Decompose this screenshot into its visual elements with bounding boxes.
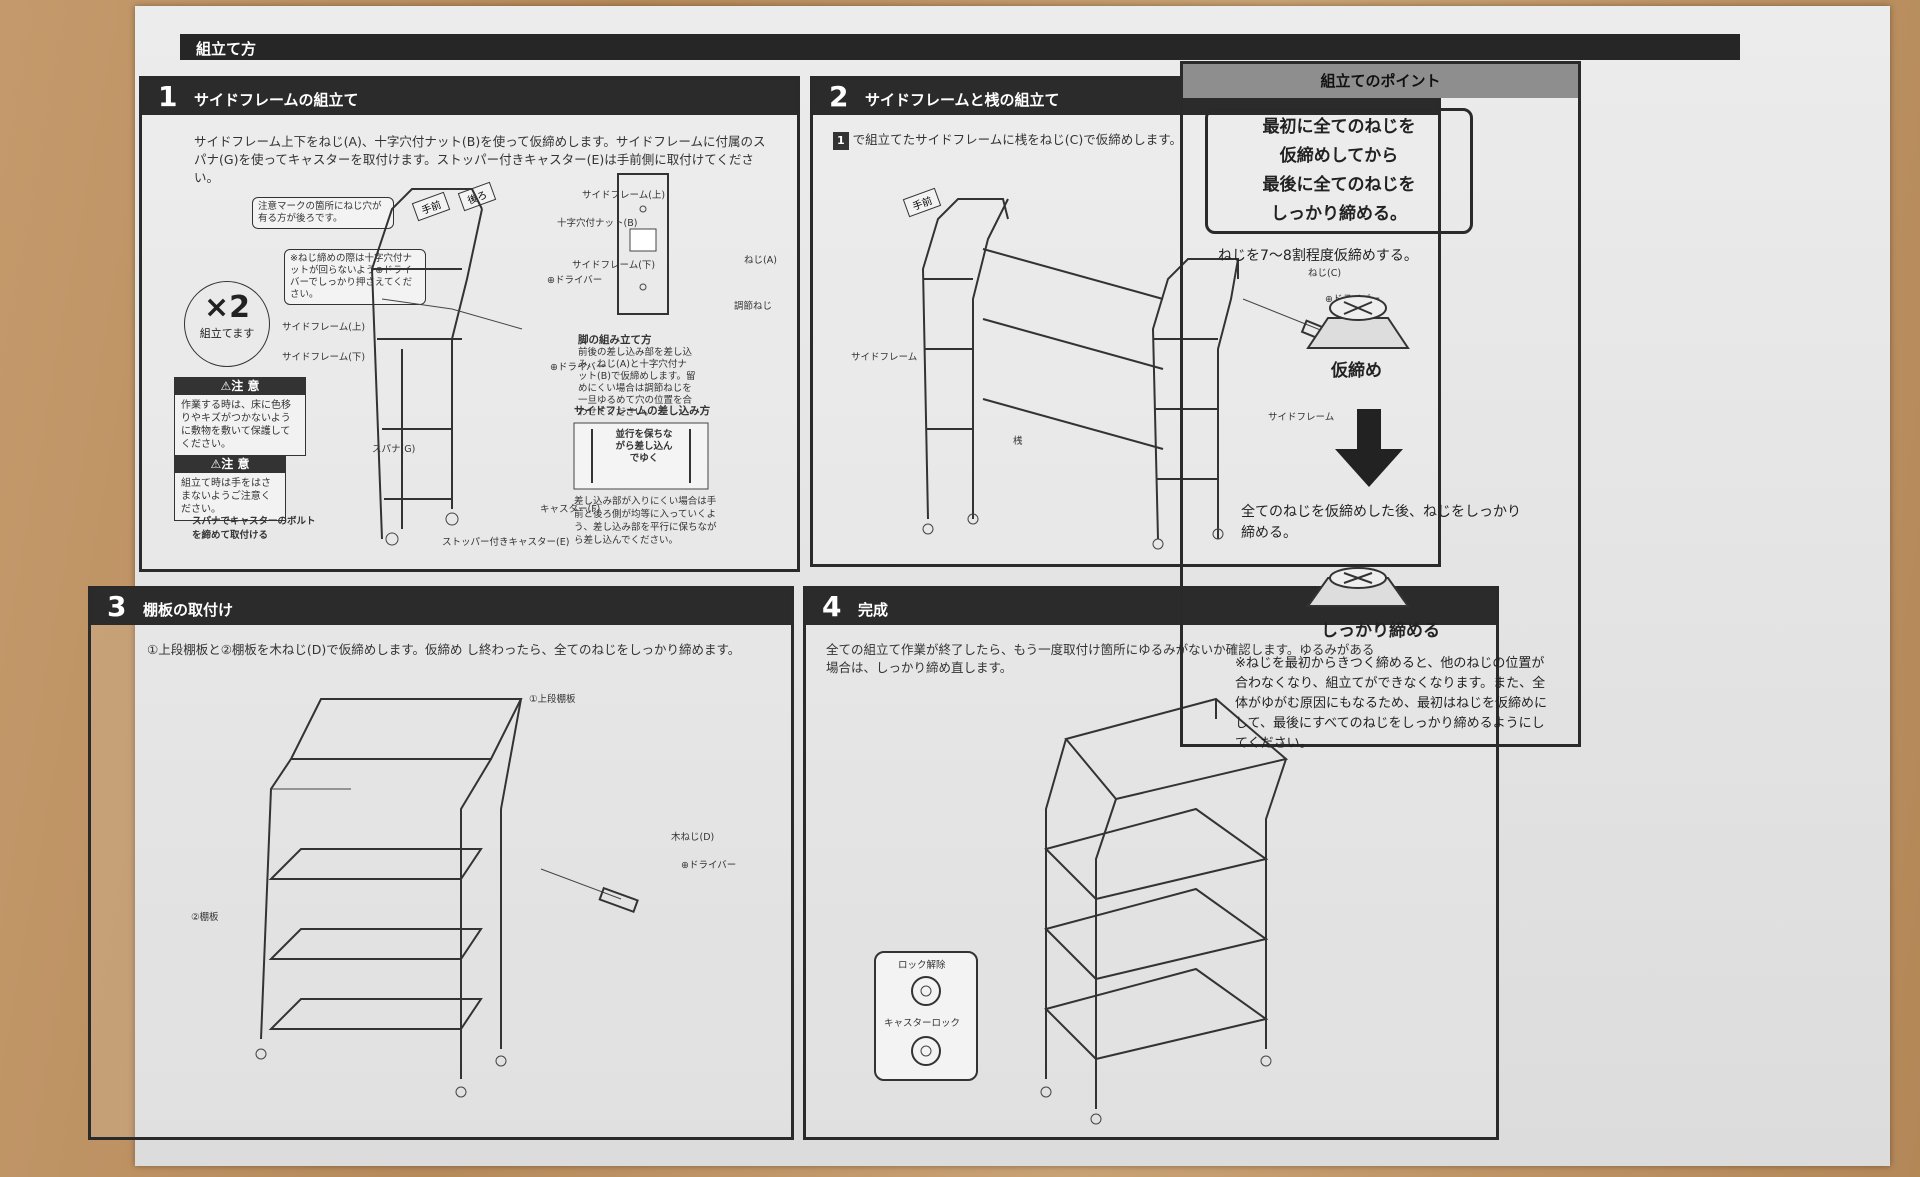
label-driver-3: ⊕ドライバー [681, 860, 737, 871]
points-main-line-4: しっかり締める。 [1271, 204, 1407, 224]
step4-panel: 4 完成 全ての組立て作業が終了したら、もう一度取付け箇所にゆるみがないか確認し… [803, 586, 1499, 1140]
label-side-frame-l: サイドフレーム [851, 352, 918, 363]
caution-note: 注意マークの箇所にねじ穴が有る方が後ろです。 [252, 197, 394, 229]
lock-release-label: ロック解除 [898, 960, 946, 971]
label-driver-1: ⊕ドライバー [547, 275, 603, 286]
temp-tighten-icon [1306, 295, 1410, 349]
step4-number: 4 [822, 590, 842, 623]
points-main-line-3: 最後に全てのねじを [1262, 175, 1416, 195]
step3-title: 棚板の取付け [143, 601, 234, 619]
step1-number: 1 [158, 80, 178, 113]
assembly-points-panel: 組立てのポイント 最初に全てのねじを 仮締めしてから 最後に全てのねじを しっか… [1180, 61, 1581, 751]
label-caster: キャスター(F) [540, 504, 601, 515]
side-frame-drawing [370, 188, 523, 546]
step2-text-row: 1 で組立てたサイドフレームに桟をねじ(C)で仮締めします。 [833, 131, 1413, 150]
caution-box-1: ⚠注 意 作業する時は、床に色移りやキズがつかないように敷物を敷いて保護してくだ… [174, 377, 306, 456]
step1-header: 1 サイドフレームの組立て [142, 79, 797, 115]
step3-number: 3 [107, 590, 127, 623]
assemble-twice-text: 組立てます [199, 327, 255, 340]
times-two-badge: ×2 組立てます [184, 281, 270, 367]
instruction-sheet: 組立て方 1 サイドフレームの組立て サイドフレーム上下をねじ(A)、十字穴付ナ… [88, 6, 1890, 1166]
label-top-shelf: ①上段棚板 [529, 694, 576, 705]
step3-panel: 3 棚板の取付け ①上段棚板と②棚板を木ねじ(D)で仮締めします。仮締め し終わ… [88, 586, 794, 1140]
leg-detail-drawing [617, 173, 669, 315]
completed-rack-drawing [1040, 697, 1289, 1125]
frame-bars-drawing [921, 198, 1344, 550]
step4-text: 全ての組立て作業が終了したら、もう一度取付け箇所にゆるみがないか確認します。ゆる… [826, 642, 1375, 675]
step3-header: 3 棚板の取付け [91, 589, 791, 625]
points-note: ※ねじを最初からきつく締めると、他のねじの位置が合わなくなり、組立てができなくな… [1235, 656, 1548, 751]
label-side-upper-top: サイドフレーム(上) [582, 190, 666, 201]
screw-note-text: ※ねじ締めの際は十字穴付ナットが回らないよう⊕ドライバーでしっかり押さえてくださ… [290, 253, 413, 300]
label-adjust-screw: 調節ねじ [734, 301, 773, 312]
leg-assembly-title: 脚の組み立て方 [578, 334, 652, 346]
label-spanner-note: スパナでキャスターのボルトを締めて取付ける [192, 516, 316, 541]
insert-method-title: サイドフレームの差し込み方 [574, 405, 711, 417]
step1-title: サイドフレームの組立て [194, 91, 359, 109]
label-side-lower-l: サイドフレーム(下) [282, 352, 366, 363]
label-screw-a: ねじ(A) [744, 255, 777, 266]
points-main-line-1: 最初に全てのねじを [1262, 117, 1416, 137]
insert-method-drawing [573, 422, 709, 490]
label-stopper-caster: ストッパー付きキャスター(E) [442, 537, 570, 548]
caution-box-2-text: 組立て時は手をはさまないようご注意ください。 [181, 478, 271, 515]
screw-note: ※ねじ締めの際は十字穴付ナットが回らないよう⊕ドライバーでしっかり押さえてくださ… [284, 249, 426, 305]
caster-lock-icon [911, 1036, 941, 1066]
step2-number: 2 [829, 80, 849, 113]
down-arrow-icon [1335, 409, 1403, 487]
times-two-text: ×2 [203, 290, 250, 325]
caution-box-1-title: ⚠注 意 [175, 378, 305, 395]
step4-title: 完成 [858, 601, 889, 619]
caster-lock-illustration: ロック解除 キャスターロック [874, 951, 978, 1081]
step2-text: で組立てたサイドフレームに桟をねじ(C)で仮締めします。 [852, 132, 1182, 147]
points-tip: ねじを7～8割程度仮締めする。 [1218, 248, 1418, 264]
shelf-assembly-drawing [255, 698, 639, 1098]
caution-box-2: ⚠注 意 組立て時は手をはさまないようご注意ください。 [174, 455, 286, 521]
tight-tighten-label: しっかり締める [1321, 621, 1440, 641]
label-spanner: スパナ(G) [372, 444, 416, 455]
label-wood-screw: 木ねじ(D) [671, 832, 715, 843]
points-main-box: 最初に全てのねじを 仮締めしてから 最後に全てのねじを しっかり締める。 [1205, 108, 1473, 234]
leg-assembly-text: 前後の差し込み部を差し込み、ねじ(A)と十字穴付ナット(B)で仮締めします。留め… [578, 347, 696, 418]
caster-lock-label: キャスターロック [884, 1018, 961, 1029]
label-side-frame-r: サイドフレーム [1268, 412, 1335, 423]
header-bar: 組立て方 [180, 34, 1740, 60]
label-nut: 十字穴付ナット(B) [557, 218, 638, 229]
step3-text: ①上段棚板と②棚板を木ねじ(D)で仮締めします。仮締め し終わったら、全てのねじ… [147, 642, 741, 657]
label-side-lower-r: サイドフレーム(下) [572, 260, 656, 271]
caster-release-icon [911, 976, 941, 1006]
points-after: 全てのねじを仮締めした後、ねじをしっかり締める。 [1241, 504, 1521, 541]
caution-box-1-text: 作業する時は、床に色移りやキズがつかないように敷物を敷いて保護してください。 [181, 400, 291, 450]
points-main-line-2: 仮締めしてから [1279, 146, 1399, 166]
step2-title: サイドフレームと桟の組立て [865, 91, 1060, 109]
points-title: 組立てのポイント [1183, 64, 1578, 98]
insert-method-text: 差し込み部が入りにくい場合は手前と後ろ側が均等に入っていくよう、差し込み部を平行… [574, 496, 717, 546]
step2-ref-badge: 1 [833, 132, 849, 150]
page-title: 組立て方 [196, 40, 257, 58]
step1-text: サイドフレーム上下をねじ(A)、十字穴付ナット(B)を使って仮締めします。サイド… [194, 134, 766, 185]
caution-box-2-title: ⚠注 意 [175, 456, 285, 473]
temp-tighten-label: 仮締め [1331, 361, 1382, 381]
step1-panel: 1 サイドフレームの組立て サイドフレーム上下をねじ(A)、十字穴付ナット(B)… [139, 76, 800, 572]
tight-tighten-icon [1306, 567, 1410, 607]
label-screw-c: ねじ(C) [1308, 268, 1342, 279]
caution-note-text: 注意マークの箇所にねじ穴が有る方が後ろです。 [258, 201, 382, 224]
label-driver-2: ⊕ドライバー [550, 362, 606, 373]
label-bar: 桟 [1013, 436, 1023, 447]
label-side-upper-l: サイドフレーム(上) [282, 322, 366, 333]
insert-method-box-text: 並行を保ちながら差し込んでゆく [615, 429, 673, 464]
label-shelf: ②棚板 [191, 912, 219, 923]
